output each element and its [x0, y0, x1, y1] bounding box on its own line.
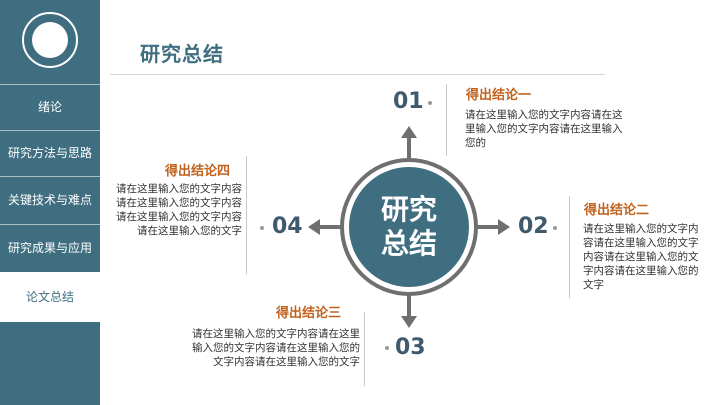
divider-line	[364, 312, 365, 386]
conclusion-2-body: 请在这里输入您的文字内容请在这里输入您的文字内容请在这里输入您的文字内容请在这里…	[583, 223, 699, 291]
conclusion-3-body: 请在这里输入您的文字内容请在这里输入您的文字内容请在这里输入您的文字内容请在这里…	[192, 328, 360, 368]
center-label-line2: 总结	[380, 227, 437, 260]
sidebar-item-label: 研究成果与应用	[7, 241, 92, 255]
divider-line	[569, 196, 570, 298]
sidebar-item-intro[interactable]: 绪论	[0, 84, 100, 130]
connector-dot	[553, 226, 557, 230]
conclusion-1-body: 请在这里输入您的文字内容请在这里输入您的文字内容请在这里输入您的	[465, 109, 623, 149]
conclusion-1-title: 得出结论一	[466, 88, 532, 103]
center-disc: 研究 总结	[349, 167, 469, 287]
divider-line	[446, 84, 447, 156]
sidebar: 绪论 研究方法与思路 关键技术与难点 研究成果与应用 论文总结	[0, 0, 100, 405]
center-label-line1: 研究	[380, 193, 437, 226]
sidebar-item-results[interactable]: 研究成果与应用	[0, 224, 100, 272]
page-title: 研究总结	[140, 42, 224, 66]
conclusion-2-title: 得出结论二	[584, 203, 650, 218]
conclusion-4-number: 04	[272, 214, 303, 239]
divider-line	[246, 156, 247, 274]
panda-face-icon	[32, 22, 68, 58]
conclusion-4-body: 请在这里输入您的文字内容请在这里输入您的文字内容请在这里输入您的文字内容请在这里…	[116, 183, 242, 237]
panda-emblem-icon	[22, 12, 78, 68]
connector-dot	[260, 226, 264, 230]
sidebar-nav: 绪论 研究方法与思路 关键技术与难点 研究成果与应用 论文总结	[0, 84, 100, 322]
conclusion-1-number: 01	[393, 89, 424, 114]
conclusion-4-title: 得出结论四	[165, 164, 231, 179]
conclusion-3-number: 03	[395, 335, 426, 360]
connector-dot	[428, 101, 432, 105]
logo-area	[0, 0, 100, 84]
sidebar-item-label: 研究方法与思路	[7, 146, 92, 160]
conclusion-3-title: 得出结论三	[276, 306, 342, 321]
sidebar-item-label: 关键技术与难点	[7, 193, 92, 207]
sidebar-item-summary[interactable]: 论文总结	[0, 272, 100, 322]
connector-dot	[385, 346, 389, 350]
sidebar-item-label: 绪论	[37, 100, 62, 114]
sidebar-item-methods[interactable]: 研究方法与思路	[0, 130, 100, 176]
sidebar-item-label: 论文总结	[25, 290, 74, 304]
conclusion-2-number: 02	[518, 214, 549, 239]
sidebar-item-key-tech[interactable]: 关键技术与难点	[0, 176, 100, 224]
title-divider	[110, 74, 605, 75]
